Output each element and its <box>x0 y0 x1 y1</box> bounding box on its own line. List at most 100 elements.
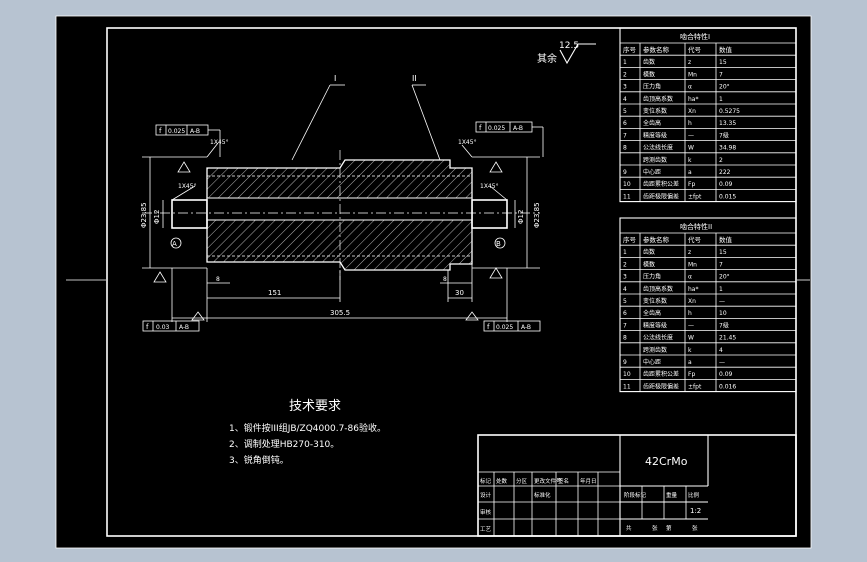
table-cell: 变位系数 <box>643 297 667 305</box>
title-label: 重量 <box>666 491 678 499</box>
table-cell: 3 <box>623 274 627 281</box>
table-cell: 0.09 <box>719 181 733 188</box>
table-cell: 模数 <box>643 260 655 268</box>
title-label: 阶段标记 <box>624 491 647 499</box>
tolerance-frame-top-left: f 0.025 A-B <box>155 124 221 157</box>
table-cell: a <box>688 359 692 366</box>
svg-text:f: f <box>487 323 490 331</box>
table-cell: 2 <box>719 157 723 164</box>
table-cell: 0.09 <box>719 371 733 378</box>
center-bore <box>206 197 473 221</box>
table-cell: z <box>688 59 691 66</box>
chamfer-left-top: 1X45° <box>210 139 229 146</box>
table-header: 代号 <box>688 45 702 54</box>
svg-text:0.025: 0.025 <box>496 324 513 331</box>
table-cell: 15 <box>719 59 727 66</box>
title-label: 更改文件号 <box>534 477 562 485</box>
table-cell: 9 <box>623 169 627 176</box>
datum-b-label: B <box>496 240 501 248</box>
table-header: 序号 <box>623 235 637 244</box>
table-cell: a <box>688 169 692 176</box>
table-cell: 7 <box>719 261 723 268</box>
tolerance-frame-top-right: f 0.025 A-B <box>475 121 544 157</box>
table-header: 序号 <box>623 45 637 54</box>
table-cell: — <box>719 298 725 305</box>
title-label: 张 <box>692 524 698 532</box>
dim-left-1: Φ23.85 <box>140 202 148 228</box>
table-cell: 压力角 <box>643 83 661 91</box>
table-cell: ha* <box>688 96 698 103</box>
table-cell: 齿数 <box>643 58 655 66</box>
table-cell: 11 <box>623 193 631 200</box>
table-cell: 15 <box>719 249 727 256</box>
section-leaders: I II <box>291 74 441 161</box>
table-cell: α <box>688 274 692 281</box>
table-cell: 7 <box>623 322 627 329</box>
right-journal <box>471 199 508 229</box>
svg-text:0.025: 0.025 <box>168 128 185 135</box>
table-cell: 齿数 <box>643 248 655 256</box>
shaft-view: A B <box>142 150 540 321</box>
table-cell: — <box>688 322 694 329</box>
datum-b <box>494 237 506 249</box>
table-cell: 3 <box>623 84 627 91</box>
chamfer-left: 1X45° <box>178 183 197 190</box>
table-cell: 7 <box>719 71 723 78</box>
table-cell: Fp <box>688 371 695 378</box>
title-label: 共 <box>626 524 632 532</box>
svg-text:f: f <box>159 127 162 135</box>
table-cell: 7级 <box>719 321 729 329</box>
table-cell: 7级 <box>719 131 729 139</box>
table-cell: ha* <box>688 286 698 293</box>
table-cell: α <box>688 84 692 91</box>
table-cell: 222 <box>719 169 731 176</box>
dim-8-left: 8 <box>216 276 220 283</box>
tech-req-item-2: 2、调制处理HB270-310。 <box>229 438 339 450</box>
table-cell: 10 <box>719 310 727 317</box>
outer-border <box>55 15 812 549</box>
svg-text:A-B: A-B <box>179 324 189 331</box>
title-label: 第 <box>666 524 672 532</box>
tolerance-frame-bottom-left: f 0.03 A-B <box>142 320 200 332</box>
table-title: 啮合特性I <box>680 32 710 41</box>
svg-text:f: f <box>146 323 149 331</box>
table-cell: 齿距极限偏差 <box>643 192 679 200</box>
table-cell: z <box>688 249 691 256</box>
chamfer-right-top: 1X45° <box>458 139 477 146</box>
dim-total: 305.5 <box>330 309 350 317</box>
table-cell: 全齿高 <box>643 309 661 317</box>
table-cell: 8 <box>623 145 627 152</box>
table-cell: Fp <box>688 181 695 188</box>
section-label-2: II <box>412 74 417 83</box>
dim-left-2: Φ12 <box>153 210 161 224</box>
title-label: 年月日 <box>580 477 597 485</box>
tech-req-item-3: 3、锐角倒钝。 <box>229 454 289 466</box>
table-cell: 变位系数 <box>643 107 667 115</box>
title-label: 签名 <box>558 477 569 485</box>
table-header: 数值 <box>719 45 733 54</box>
left-journal <box>171 199 208 229</box>
table-cell: 1 <box>719 96 723 103</box>
svg-text:A-B: A-B <box>190 128 200 135</box>
svg-text:f: f <box>479 124 482 132</box>
table-cell: 2 <box>623 71 627 78</box>
table-cell: 5 <box>623 298 627 305</box>
table-cell: Mn <box>688 261 697 268</box>
table-cell: ±fpt <box>688 383 702 390</box>
table-cell: 精度等级 <box>643 321 667 329</box>
title-label: 标准化 <box>534 491 551 499</box>
table-cell: — <box>719 359 725 366</box>
table-cell: k <box>688 157 692 164</box>
title-label: 比例 <box>688 491 700 499</box>
tech-req-item-1: 1、锻件按III组JB/ZQ4000.7-86验收。 <box>229 422 386 434</box>
table-cell: 21.45 <box>719 335 736 342</box>
table-header: 数值 <box>719 235 733 244</box>
title-block-grid: 标记处数分区更改文件号签名年月日设计审核工艺标准化阶段标记重量比例共张第张 <box>478 471 700 536</box>
table-cell: 5 <box>623 108 627 115</box>
roughness-value: 12.5 <box>559 41 579 51</box>
svg-text:0.03: 0.03 <box>156 324 170 331</box>
title-label: 处数 <box>496 477 508 485</box>
